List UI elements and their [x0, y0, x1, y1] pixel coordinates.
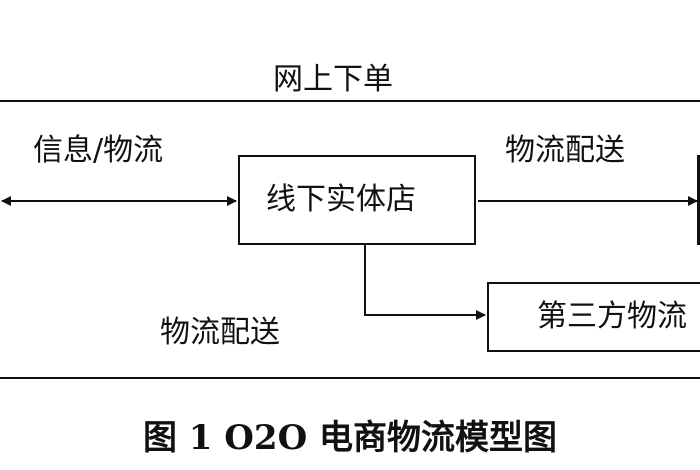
right-edge-box	[697, 155, 700, 245]
store-box: 线下实体店	[238, 155, 476, 245]
third-party-box: 第三方物流	[487, 282, 700, 352]
figure-caption: 图 1 O2O 电商物流模型图	[142, 418, 558, 458]
bottom-label: 物流配送	[160, 315, 280, 350]
left-arrow-label: 信息/物流	[33, 133, 164, 168]
third-party-box-label: 第三方物流	[537, 299, 687, 334]
delivery-arrow-elbow	[364, 244, 486, 320]
right-arrow-label: 物流配送	[505, 133, 625, 168]
store-box-label: 线下实体店	[266, 182, 416, 217]
top-label: 网上下单	[273, 62, 393, 97]
